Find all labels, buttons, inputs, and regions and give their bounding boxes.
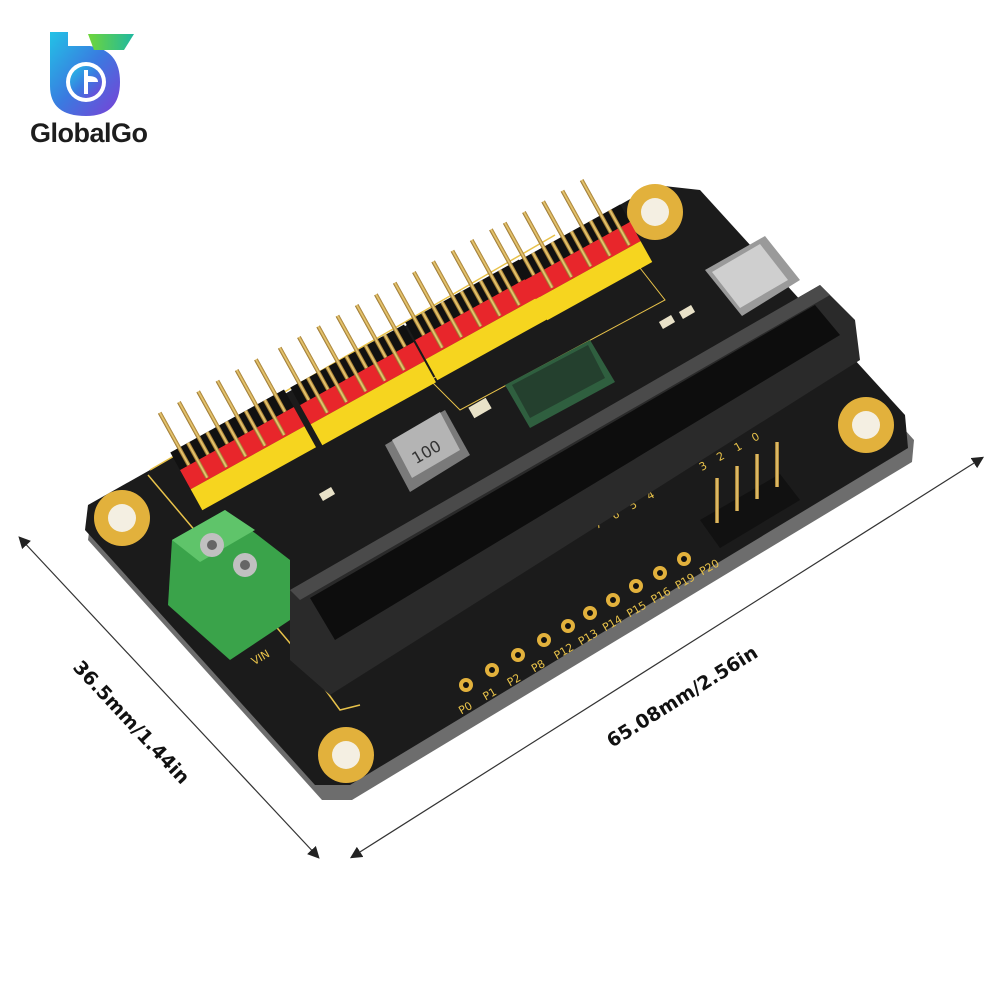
brand-logo [28, 24, 178, 154]
mounting-hole [318, 727, 374, 783]
ic-chip [505, 340, 615, 428]
gpio-pads [459, 552, 691, 692]
pin-label: P2 [505, 671, 523, 689]
mounting-hole [627, 184, 683, 240]
height-dimension-label: 36.5mm/1.44in [68, 656, 193, 788]
mounting-hole [94, 490, 150, 546]
servo-header-group [277, 293, 437, 446]
width-dimension-line [349, 456, 985, 859]
brand-name: GlobalGo [30, 118, 148, 148]
height-dimension-line [18, 536, 320, 859]
power-terminal-block [168, 510, 290, 660]
smd-components [318, 305, 696, 501]
pin-label: P1 [481, 685, 499, 703]
edge-connector-slot [290, 285, 860, 695]
usb-port [705, 236, 800, 316]
servo-header-group [502, 179, 653, 321]
globalgo-logo-icon [50, 32, 134, 116]
pin-label: P8 [529, 657, 547, 675]
servo-header-group [157, 358, 317, 511]
servo-header-group [392, 228, 552, 381]
width-dimension-label: 65.08mm/2.56in [603, 642, 762, 753]
pin-label: P0 [456, 699, 474, 717]
mounting-hole [838, 397, 894, 453]
inductor: 100 [385, 410, 470, 492]
gpio-pin-header [700, 442, 800, 548]
